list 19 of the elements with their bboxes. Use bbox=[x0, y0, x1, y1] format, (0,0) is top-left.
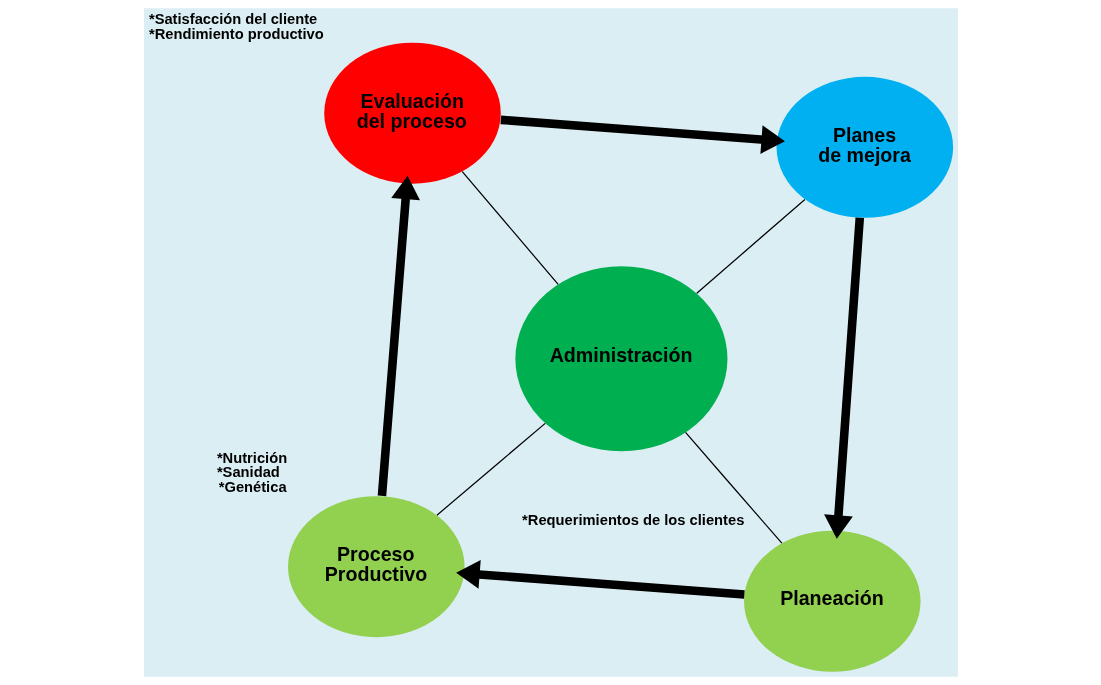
node-label: *Sanidad bbox=[216, 464, 280, 481]
connector bbox=[461, 171, 559, 285]
connector bbox=[695, 198, 805, 294]
node-label: *Nutrición bbox=[216, 449, 287, 466]
arrow bbox=[823, 217, 864, 539]
node-ellipse: Planeación bbox=[743, 530, 921, 672]
node-ellipse: Planes de mejora bbox=[776, 76, 953, 218]
node-label: *Requerimientos de los clientes bbox=[521, 512, 744, 529]
node-ellipse: Proceso Productivo bbox=[287, 496, 465, 638]
node-label: *Genética bbox=[218, 478, 287, 495]
arrow bbox=[455, 560, 745, 599]
node-label: *Satisfacción del cliente bbox=[148, 10, 317, 27]
node-ellipse: Evaluación del proceso bbox=[323, 42, 501, 184]
arrow bbox=[499, 115, 785, 154]
arrow bbox=[377, 175, 420, 497]
node-ellipse: Administración bbox=[514, 266, 727, 452]
connector bbox=[435, 422, 546, 516]
node-label: *Rendimiento productivo bbox=[148, 25, 324, 42]
connector bbox=[684, 431, 782, 544]
